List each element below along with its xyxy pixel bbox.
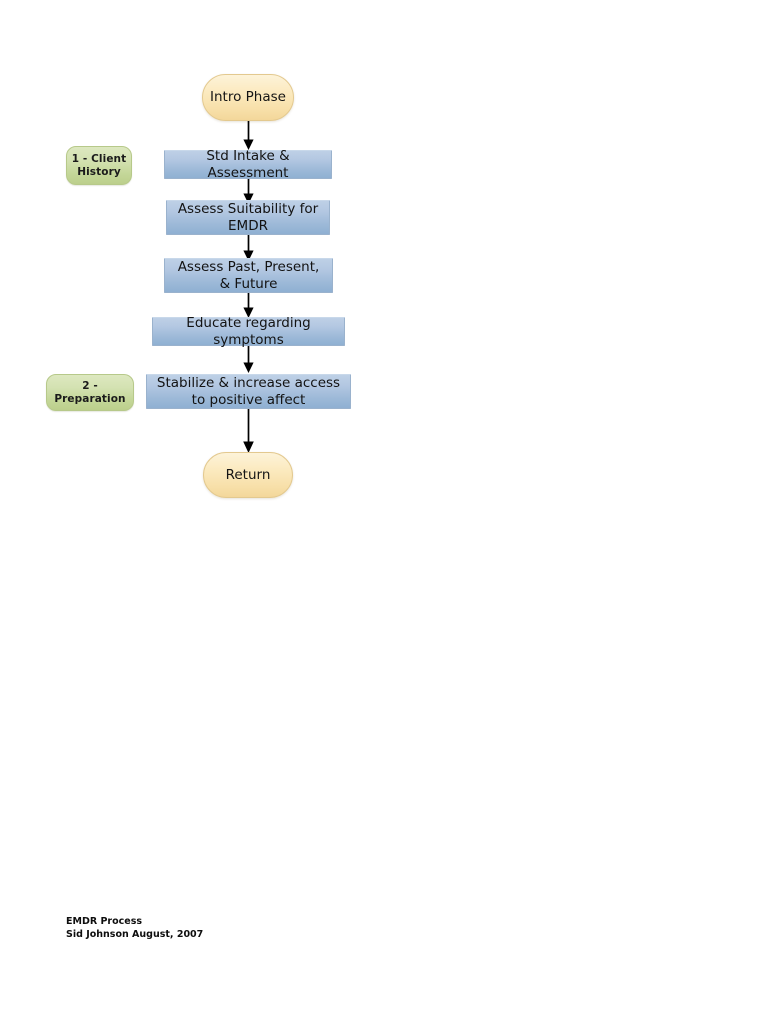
phase-label-2-line1: 2 - [82,379,98,392]
node-assess-suitability-label: Assess Suitability for EMDR [177,201,319,234]
connector-intake-to-suitability [243,179,254,204]
caption-title: EMDR Process [66,916,143,927]
connector-stabilize-to-return [243,409,254,453]
phase-label-1-line1: 1 - Client [71,152,127,165]
node-assess-suitability[interactable]: Assess Suitability for EMDR [166,200,330,235]
phase-label-2-line2: Preparation [54,392,126,405]
node-assess-past-present-future-label: Assess Past, Present, & Future [177,259,320,292]
node-std-intake-assessment-label: Std Intake & Assessment [206,148,290,181]
node-std-intake-assessment[interactable]: Std Intake & Assessment [164,148,332,181]
node-stabilize-positive-affect-label: Stabilize & increase access to positive … [156,375,341,408]
node-stabilize-positive-affect[interactable]: Stabilize & increase access to positive … [146,374,351,409]
node-intro-phase-label: Intro Phase [210,89,286,106]
connector-ppf-to-educate [243,293,254,318]
phase-label-1-client-history[interactable]: 1 - Client History [66,146,132,185]
connector-suitability-to-ppf [243,235,254,261]
diagram-caption: EMDR Process Sid Johnson August, 2007 [66,915,203,941]
phase-label-2-preparation[interactable]: 2 - Preparation [46,374,134,411]
node-intro-phase[interactable]: Intro Phase [202,74,294,121]
caption-author-date: Sid Johnson August, 2007 [66,929,204,941]
node-return-label: Return [225,466,271,483]
connector-educate-to-stabilize [243,346,254,373]
node-assess-past-present-future[interactable]: Assess Past, Present, & Future [164,258,333,293]
phase-label-1-line2: History [77,165,121,178]
node-educate-regarding-symptoms-label: Educate regarding symptoms [186,315,311,348]
node-return[interactable]: Return [203,452,293,498]
node-educate-regarding-symptoms[interactable]: Educate regarding symptoms [152,315,345,348]
connector-intro-to-intake [243,121,254,150]
